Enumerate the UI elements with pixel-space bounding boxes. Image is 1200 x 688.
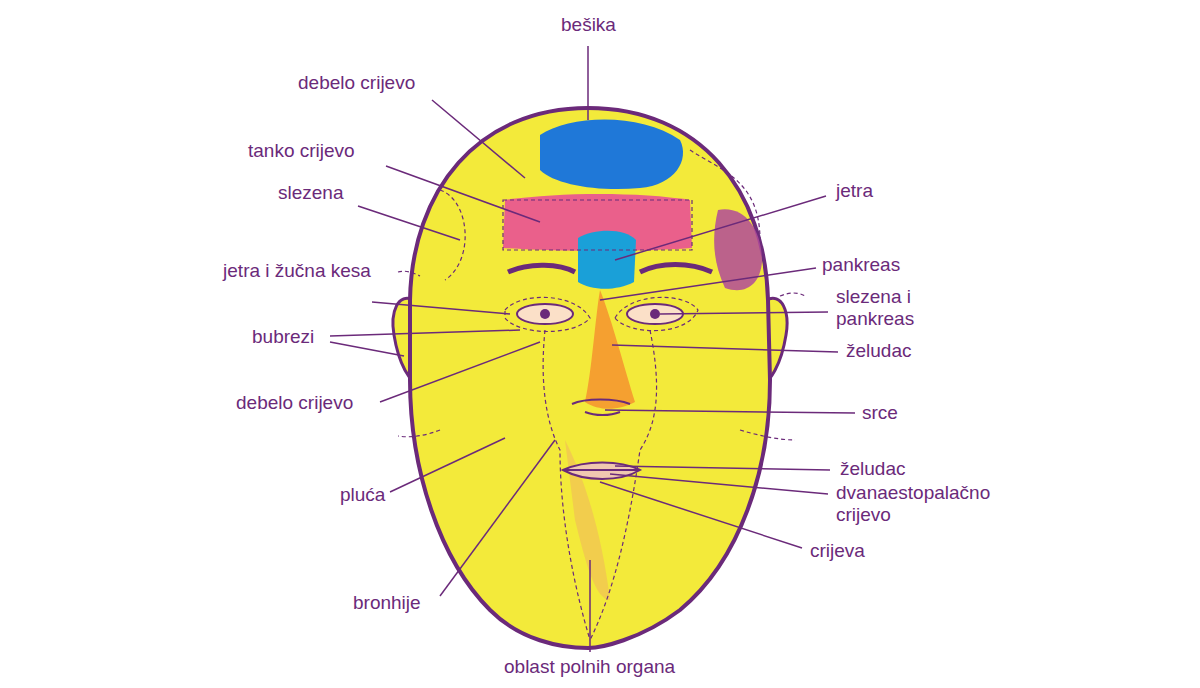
organ-label: debelo crijevo [298, 72, 415, 94]
left-eye [517, 304, 573, 324]
leader-lines [330, 46, 855, 652]
organ-label: slezena [278, 182, 344, 204]
organ-label: debelo crijevo [236, 392, 353, 414]
organ-label: želudac [846, 340, 912, 362]
nose-base [572, 400, 630, 416]
organ-label: crijeva [810, 540, 865, 562]
organ-label: srce [862, 402, 898, 424]
right-temple-zone [714, 209, 762, 290]
organ-label: želudac [840, 458, 906, 480]
left-eyebrow [508, 265, 575, 272]
left-pupil [540, 309, 550, 319]
liver-zone [578, 231, 636, 289]
bladder-zone [540, 119, 683, 189]
organ-label: tanko crijevo [248, 140, 355, 162]
organ-label: bešika [561, 14, 616, 36]
organ-label: bubrezi [252, 326, 314, 348]
nose-zone [585, 290, 635, 409]
right-pupil [650, 309, 660, 319]
organ-label: oblast polnih organa [504, 656, 675, 678]
organ-label: slezena i pankreas [836, 286, 946, 330]
organ-label: jetra i žučna kesa [222, 260, 372, 282]
organ-label: dvanaestopalačno crijevo [836, 482, 1016, 526]
zone-outlines [398, 150, 805, 640]
organ-label: jetra [836, 180, 873, 202]
right-eyebrow [640, 265, 712, 273]
organ-label: pankreas [822, 254, 900, 276]
organ-label: pluća [340, 484, 385, 506]
mouth [563, 463, 640, 480]
organ-label: bronhije [353, 592, 421, 614]
